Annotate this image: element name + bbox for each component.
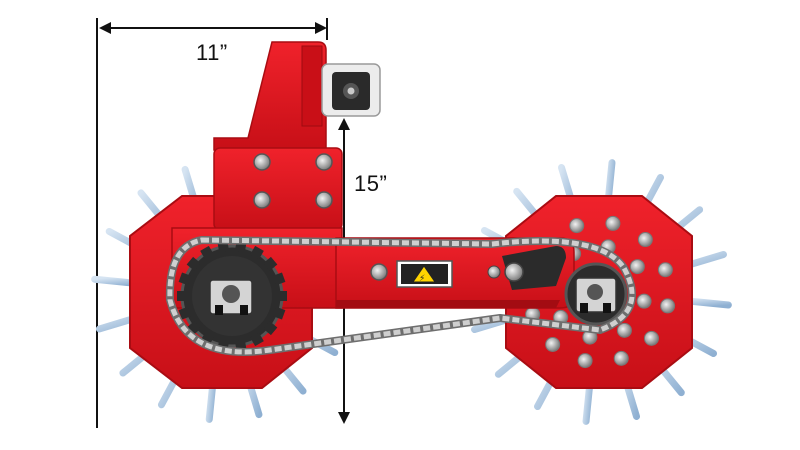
arm-lower-shadow (336, 300, 560, 308)
wheel-hole (629, 259, 645, 275)
right-sprocket (564, 262, 628, 326)
wheel-hole (545, 336, 561, 352)
warning-symbol: ⚡ (419, 274, 425, 284)
mount-bracket (213, 41, 327, 151)
sprocket-tooth (263, 256, 278, 271)
wheel-hole (569, 218, 585, 234)
sprocket-tooth (200, 245, 214, 260)
plate-bolt (315, 153, 333, 171)
sprocket-tooth (186, 256, 201, 271)
sprocket-tooth (277, 291, 287, 301)
wheel-hole (637, 232, 653, 248)
width-arrow-left (99, 22, 111, 34)
height-arrow-top (338, 118, 350, 130)
pivot-block (321, 63, 381, 117)
arm-bolt-left (370, 263, 388, 281)
plate-bolt (315, 191, 333, 209)
left-sprocket (177, 240, 287, 352)
sprocket-tooth (250, 245, 264, 260)
tensioner-bolt (487, 265, 501, 279)
wheel-hole (613, 350, 629, 366)
wheel-hole (605, 215, 621, 231)
sprocket-tooth (250, 332, 264, 347)
sprocket-tooth (178, 272, 192, 286)
height-dimension-label: 15” (354, 171, 387, 196)
wheel-hole (577, 353, 593, 369)
drive-chain-links (167, 237, 635, 355)
warning-triangle-icon (412, 265, 436, 283)
sprocket-tooth (178, 306, 192, 320)
width-arrow-right (315, 22, 327, 34)
wheel-hole (657, 262, 673, 278)
sprocket-tooth (263, 321, 278, 336)
wheel-hole (616, 322, 632, 338)
plate-bolts (253, 153, 333, 209)
width-dimension-label: 11” (196, 40, 228, 65)
wheel-hole (643, 330, 659, 346)
warning-label: ⚡ (396, 260, 453, 288)
wheel-hole (636, 293, 652, 309)
plate-bolt (253, 153, 271, 171)
sprocket-tooth (272, 306, 286, 320)
sprocket-tooth (272, 272, 286, 286)
sprocket-tooth (177, 291, 187, 301)
bracket-side-plate (301, 45, 323, 127)
height-arrow-bottom (338, 412, 350, 424)
plate-bolt (253, 191, 271, 209)
chain-tensioner (487, 246, 566, 290)
wheel-hole (660, 298, 676, 314)
